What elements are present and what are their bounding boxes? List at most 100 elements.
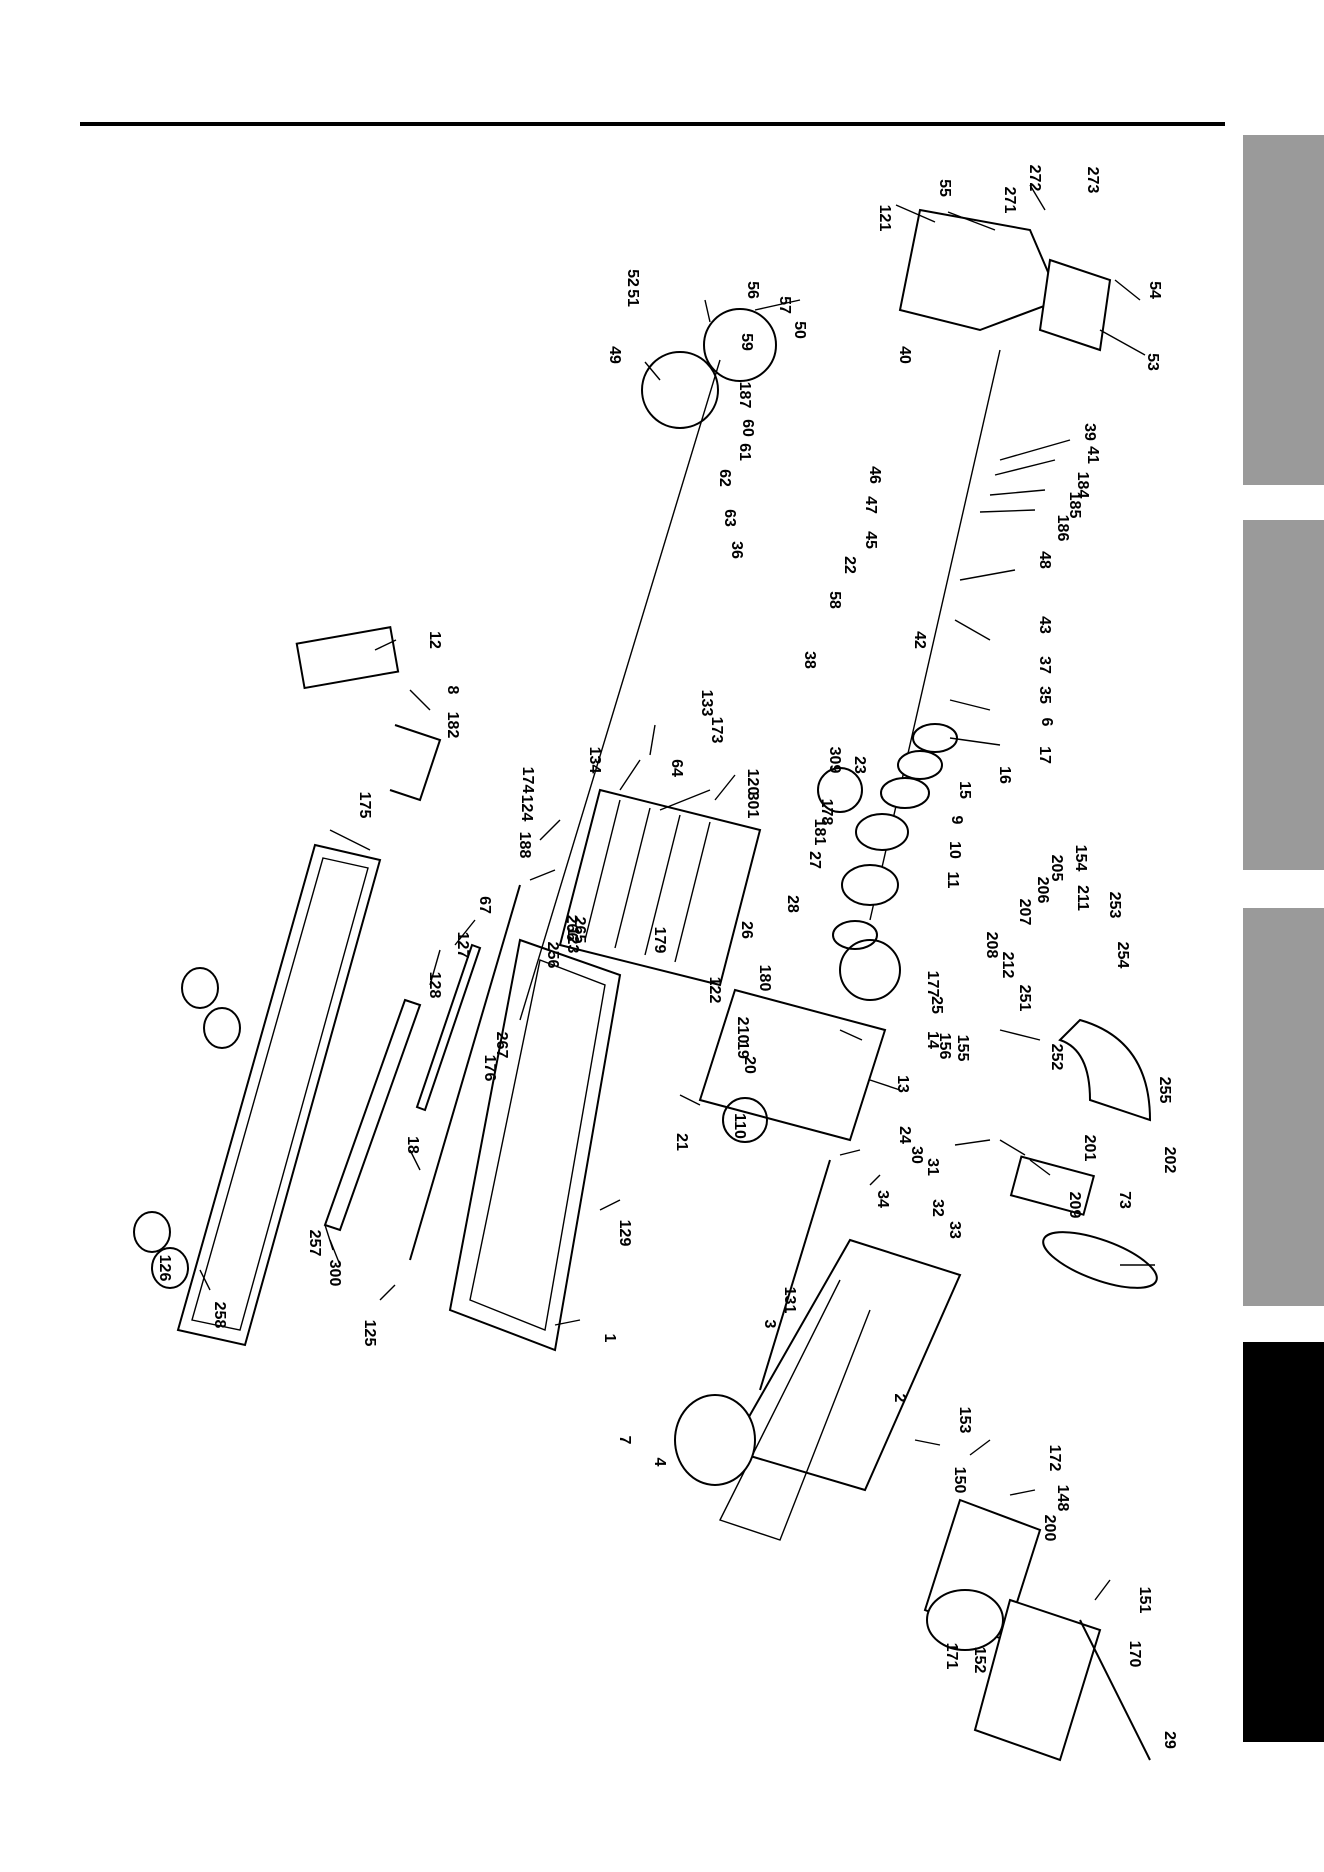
end-bracket	[1038, 258, 1112, 352]
callout-36: 36	[728, 541, 745, 559]
callout-40: 40	[896, 346, 913, 364]
callout-179: 179	[651, 927, 668, 954]
callout-128: 128	[426, 972, 443, 999]
callout-151: 151	[1136, 1587, 1153, 1614]
splash-guard	[1058, 1018, 1152, 1122]
callout-62: 62	[716, 469, 733, 487]
section-tab-4-active[interactable]	[1243, 1342, 1324, 1742]
callout-186: 186	[1054, 515, 1071, 542]
callout-25: 25	[928, 996, 945, 1014]
callout-26: 26	[738, 921, 755, 939]
callout-156: 156	[936, 1033, 953, 1060]
callout-35: 35	[1036, 686, 1053, 704]
main-shaft-line	[519, 359, 721, 1021]
callout-12: 12	[426, 631, 443, 649]
callout-16: 16	[996, 766, 1013, 784]
callout-127: 127	[454, 932, 471, 959]
callout-31: 31	[924, 1158, 941, 1176]
callout-181: 181	[811, 819, 828, 846]
callout-11: 11	[944, 872, 961, 889]
callout-300: 300	[326, 1260, 343, 1287]
spindle	[759, 1159, 831, 1391]
leveling-feet	[133, 967, 241, 1289]
callout-257: 257	[306, 1230, 323, 1257]
callout-18: 18	[404, 1136, 421, 1154]
callout-43: 43	[1036, 616, 1053, 634]
callout-206: 206	[1034, 877, 1051, 904]
section-tab-1[interactable]	[1243, 135, 1324, 485]
chuck	[674, 1394, 756, 1486]
callout-42: 42	[911, 631, 928, 649]
callout-61: 61	[736, 443, 753, 461]
callout-301: 301	[744, 792, 761, 819]
callout-59: 59	[738, 333, 755, 351]
callout-207: 207	[1016, 899, 1033, 926]
callout-56: 56	[744, 281, 761, 299]
callout-34: 34	[874, 1190, 891, 1208]
callout-13: 13	[894, 1075, 911, 1093]
drive-belt	[1042, 1231, 1158, 1289]
callout-152: 152	[971, 1647, 988, 1674]
callout-205: 205	[1048, 855, 1065, 882]
callout-3: 3	[761, 1320, 778, 1329]
chip-tray	[176, 843, 382, 1347]
callout-255: 255	[1156, 1077, 1173, 1104]
callout-6: 6	[1038, 718, 1055, 727]
callout-10: 10	[946, 841, 963, 859]
callout-32: 32	[929, 1199, 946, 1217]
manual-182	[295, 626, 400, 690]
callout-50: 50	[791, 321, 808, 339]
callout-122: 122	[706, 977, 723, 1004]
callout-17: 17	[1036, 746, 1053, 764]
callout-267: 267	[493, 1032, 510, 1059]
callout-131: 131	[781, 1287, 798, 1314]
callout-54: 54	[1146, 281, 1163, 299]
callout-271: 271	[1001, 187, 1018, 214]
callout-45: 45	[862, 531, 879, 549]
headstock-housing	[698, 988, 887, 1142]
callout-53: 53	[1144, 353, 1161, 371]
callout-55: 55	[936, 179, 953, 197]
callout-30: 30	[908, 1146, 925, 1164]
callout-258: 258	[211, 1302, 228, 1329]
callout-175: 175	[356, 792, 373, 819]
callout-208: 208	[983, 932, 1000, 959]
callout-170: 170	[1126, 1641, 1143, 1668]
callout-154: 154	[1072, 845, 1089, 872]
callout-251: 251	[1016, 985, 1033, 1012]
callout-58: 58	[826, 591, 843, 609]
callout-37: 37	[1036, 656, 1053, 674]
rack	[323, 998, 422, 1232]
motor-cover	[728, 1238, 962, 1492]
section-tab-3[interactable]	[1243, 908, 1324, 1306]
callout-134: 134	[586, 747, 603, 774]
callout-133: 133	[698, 690, 715, 717]
callout-110: 110	[731, 1113, 748, 1139]
callout-188: 188	[516, 832, 533, 859]
callout-211: 211	[1074, 885, 1091, 911]
callout-51: 51	[624, 289, 641, 307]
callout-73: 73	[1116, 1191, 1133, 1209]
callout-33: 33	[946, 1221, 963, 1239]
callout-46: 46	[866, 466, 883, 484]
callout-23: 23	[851, 756, 868, 774]
callout-209: 209	[1066, 1192, 1083, 1219]
callout-63: 63	[721, 509, 738, 527]
callout-7: 7	[616, 1436, 633, 1445]
callout-9: 9	[948, 816, 965, 825]
callout-60: 60	[739, 419, 756, 437]
callout-38: 38	[801, 651, 818, 669]
callout-265: 265	[571, 917, 588, 944]
callout-67: 67	[476, 896, 493, 914]
callout-123: 123	[564, 927, 581, 954]
callout-52: 52	[624, 269, 641, 287]
callout-266: 266	[563, 915, 580, 942]
callout-172: 172	[1046, 1445, 1063, 1472]
callout-148: 148	[1054, 1485, 1071, 1512]
callout-121: 121	[876, 205, 893, 232]
callout-150: 150	[951, 1467, 968, 1494]
callout-180: 180	[756, 965, 773, 992]
callout-126: 126	[156, 1255, 173, 1282]
section-tab-2[interactable]	[1243, 520, 1324, 870]
